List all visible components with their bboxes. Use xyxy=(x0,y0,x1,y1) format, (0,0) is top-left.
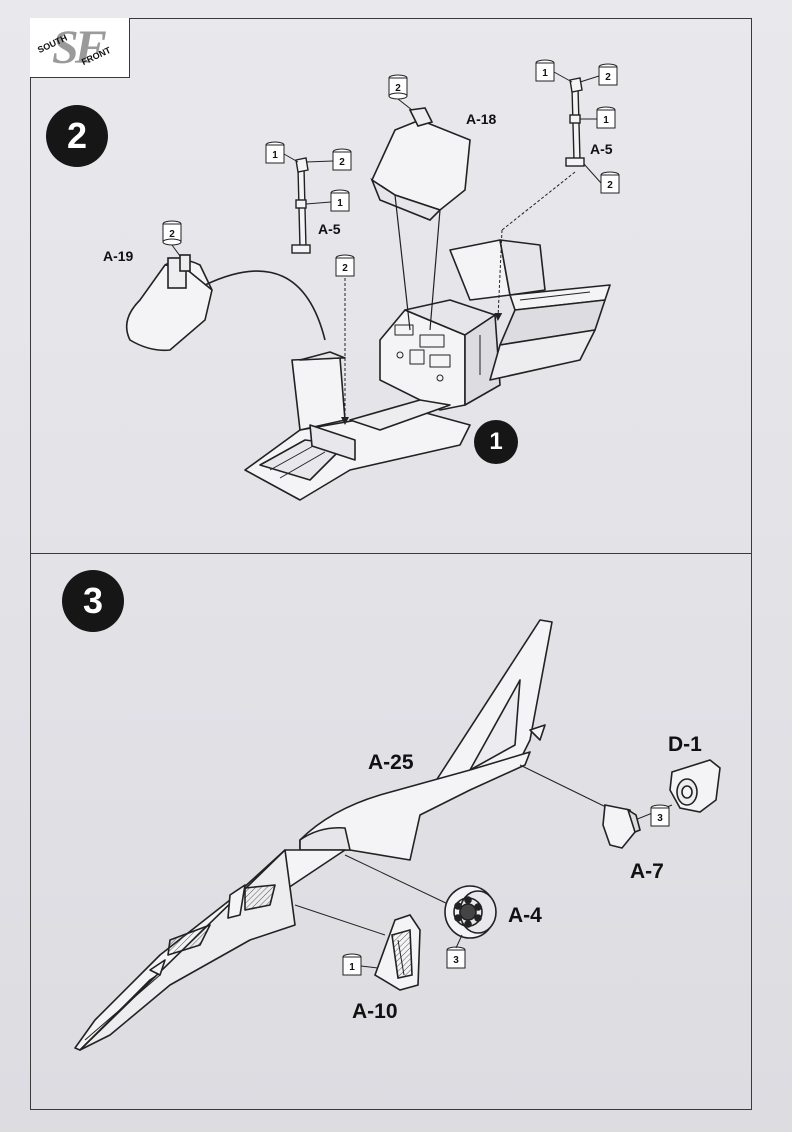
label-a4: A-4 xyxy=(508,904,542,927)
label-a19: A-19 xyxy=(103,248,134,264)
label-d1: D-1 xyxy=(668,733,702,756)
label-a7: A-7 xyxy=(630,860,664,883)
paint-can-stick-right-top2: 2 xyxy=(598,63,618,86)
paint-can-stick-right-top1: 1 xyxy=(535,59,555,82)
label-a25: A-25 xyxy=(368,751,414,774)
paint-code-bulkhead: 1 xyxy=(349,962,355,973)
paint-code-shroud-top: 2 xyxy=(395,83,401,94)
label-a10: A-10 xyxy=(352,1000,398,1023)
step-3-badge: 3 xyxy=(62,570,124,632)
paint-can-shroud: 2 xyxy=(388,74,408,100)
step-2-badge: 2 xyxy=(46,105,108,167)
paint-code-stick-left-base: 2 xyxy=(342,263,348,274)
label-a5-right: A-5 xyxy=(590,141,613,157)
sub-step-1-badge: 1 xyxy=(474,420,518,464)
part-a10-bulkhead xyxy=(374,914,421,991)
paint-can-stick-right-mid: 1 xyxy=(596,106,616,129)
logo-mark: SF xyxy=(52,21,107,74)
paint-can-fan: 3 xyxy=(446,946,466,969)
paint-can-bulkhead: 1 xyxy=(342,953,362,976)
paint-code-stick-right-top2: 2 xyxy=(605,72,611,83)
part-a7-exhaust xyxy=(602,804,641,849)
step-divider xyxy=(30,553,752,554)
paint-code-stick-left-top1: 1 xyxy=(272,150,278,161)
paint-code-seat-top: 2 xyxy=(169,229,175,240)
part-a25-fuselage xyxy=(74,619,553,1051)
paint-can-exhaust: 3 xyxy=(650,804,670,827)
label-a18: A-18 xyxy=(466,111,497,127)
paint-can-seat: 2 xyxy=(162,220,182,246)
paint-code-stick-left-mid: 1 xyxy=(337,198,343,209)
cockpit-tub xyxy=(244,239,611,501)
part-a5-stick-right xyxy=(565,77,585,167)
part-a18-shroud xyxy=(370,107,471,221)
paint-code-fan: 3 xyxy=(453,955,459,966)
brand-logo: SF SOUTH FRONT xyxy=(30,18,130,78)
paint-can-stick-left-top1: 1 xyxy=(265,141,285,164)
part-a5-stick-left xyxy=(291,157,311,254)
paint-can-stick-left-mid: 1 xyxy=(330,189,350,212)
page-frame xyxy=(30,18,752,1110)
paint-code-stick-right-base: 2 xyxy=(607,180,613,191)
part-a4-fan xyxy=(444,885,497,939)
paint-code-stick-right-top1: 1 xyxy=(542,68,548,79)
paint-code-stick-right-mid: 1 xyxy=(603,115,609,126)
part-d1-nozzle xyxy=(669,759,721,813)
paint-can-stick-left-top2: 2 xyxy=(332,148,352,171)
label-a5-left: A-5 xyxy=(318,221,341,237)
paint-can-stick-right-base: 2 xyxy=(600,171,620,194)
paint-code-exhaust: 3 xyxy=(657,813,663,824)
part-a19-seat xyxy=(125,254,213,352)
paint-can-stick-left-base: 2 xyxy=(335,254,355,277)
paint-code-stick-left-top2: 2 xyxy=(339,157,345,168)
